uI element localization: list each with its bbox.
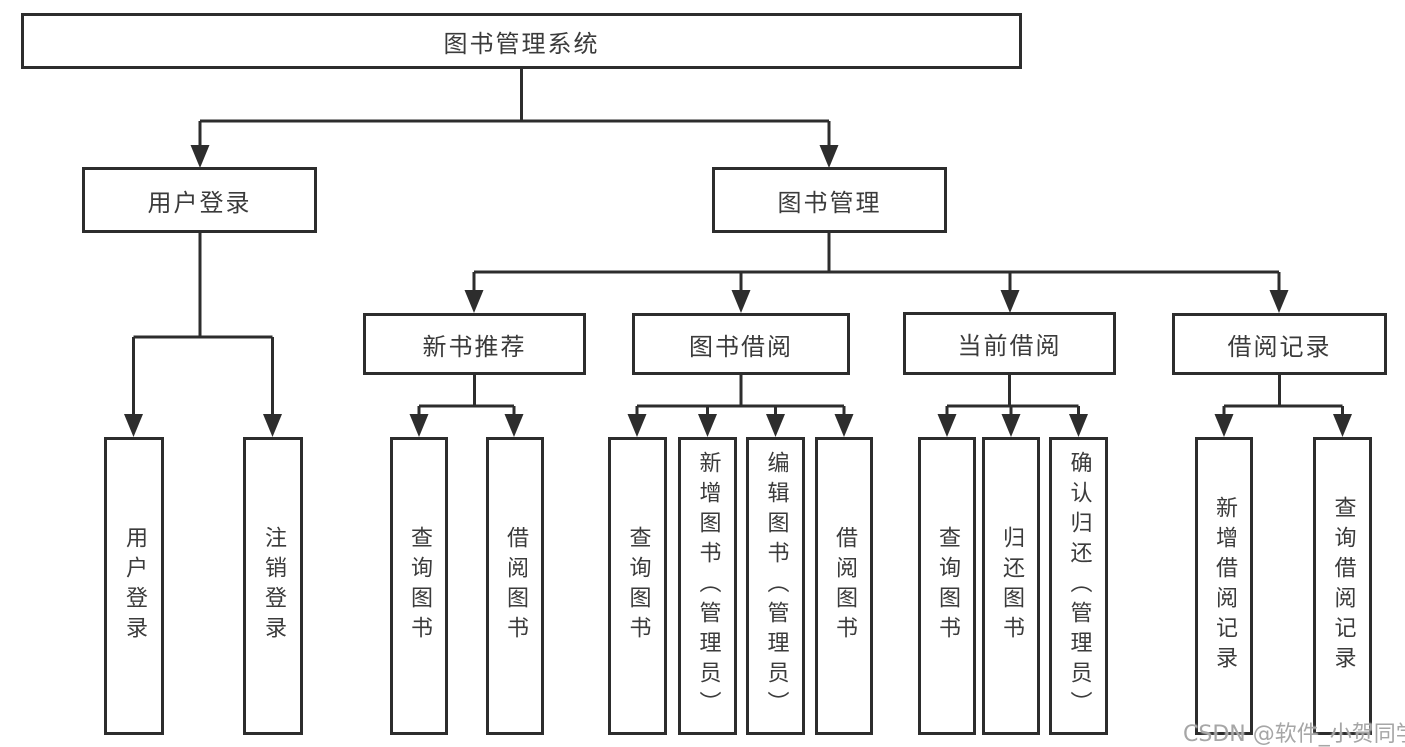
leaf-cb-confirm-return-admin: 确认归还（管理员） <box>1049 437 1108 735</box>
leaf-br-query-record: 查询借阅记录 <box>1313 437 1372 735</box>
leaf-br-add-record-label: 新增借阅记录 <box>1212 496 1237 676</box>
leaf-bb-query-books-label: 查询图书 <box>625 526 651 646</box>
leaf-user-login: 用户登录 <box>104 437 164 735</box>
connector-currentborrow-to-children <box>937 374 1088 437</box>
leaf-bb-edit-books-admin-label: 编辑图书（管理员） <box>763 451 789 721</box>
node-borrow-record-label: 借阅记录 <box>1227 332 1332 361</box>
leaf-nb-query-books-label: 查询图书 <box>407 526 432 646</box>
leaf-bb-add-books-admin: 新增图书（管理员） <box>678 437 737 735</box>
leaf-nb-query-books: 查询图书 <box>390 437 448 735</box>
leaf-bb-edit-books-admin: 编辑图书（管理员） <box>746 437 805 735</box>
leaf-user-login-label: 用户登录 <box>122 526 147 646</box>
leaf-bb-borrow-books: 借阅图书 <box>815 437 873 735</box>
leaf-cb-confirm-return-admin-label: 确认归还（管理员） <box>1066 451 1092 721</box>
leaf-nb-borrow-books: 借阅图书 <box>486 437 544 735</box>
node-book-mgmt: 图书管理 <box>712 167 947 233</box>
leaf-cb-query-books-label: 查询图书 <box>935 526 960 646</box>
leaf-logout-label: 注销登录 <box>261 526 286 646</box>
node-book-borrow: 图书借阅 <box>632 313 850 375</box>
connector-borrowrecord-to-children <box>1214 374 1352 437</box>
node-user-login-label: 用户登录 <box>147 188 252 217</box>
leaf-cb-return-books: 归还图书 <box>982 437 1040 735</box>
watermark: CSDN @软件_小贺同学 <box>1183 722 1405 747</box>
leaf-cb-return-books-label: 归还图书 <box>999 526 1024 646</box>
node-user-login: 用户登录 <box>82 167 317 233</box>
node-new-book-rec-label: 新书推荐 <box>422 332 527 361</box>
node-root: 图书管理系统 <box>21 13 1022 69</box>
node-borrow-record: 借阅记录 <box>1172 313 1387 375</box>
connector-bookmgmt-to-level3 <box>464 232 1289 313</box>
connector-newbookrec-to-children <box>409 374 524 437</box>
leaf-br-add-record: 新增借阅记录 <box>1195 437 1253 735</box>
connector-bookborrow-to-children <box>627 374 854 437</box>
node-new-book-rec: 新书推荐 <box>363 313 586 375</box>
leaf-bb-borrow-books-label: 借阅图书 <box>832 526 857 646</box>
connector-root-to-level2 <box>190 67 839 168</box>
node-root-label: 图书管理系统 <box>443 29 600 58</box>
node-current-borrow-label: 当前借阅 <box>957 332 1062 360</box>
leaf-nb-borrow-books-label: 借阅图书 <box>503 526 528 646</box>
leaf-br-query-record-label: 查询借阅记录 <box>1330 496 1356 676</box>
node-current-borrow: 当前借阅 <box>903 312 1116 375</box>
leaf-cb-query-books: 查询图书 <box>918 437 976 735</box>
leaf-logout: 注销登录 <box>243 437 303 735</box>
leaf-bb-add-books-admin-label: 新增图书（管理员） <box>695 451 721 721</box>
node-book-borrow-label: 图书借阅 <box>689 332 793 361</box>
leaf-bb-query-books: 查询图书 <box>608 437 667 735</box>
connector-userlogin-to-children <box>124 232 282 437</box>
node-book-mgmt-label: 图书管理 <box>777 188 882 217</box>
